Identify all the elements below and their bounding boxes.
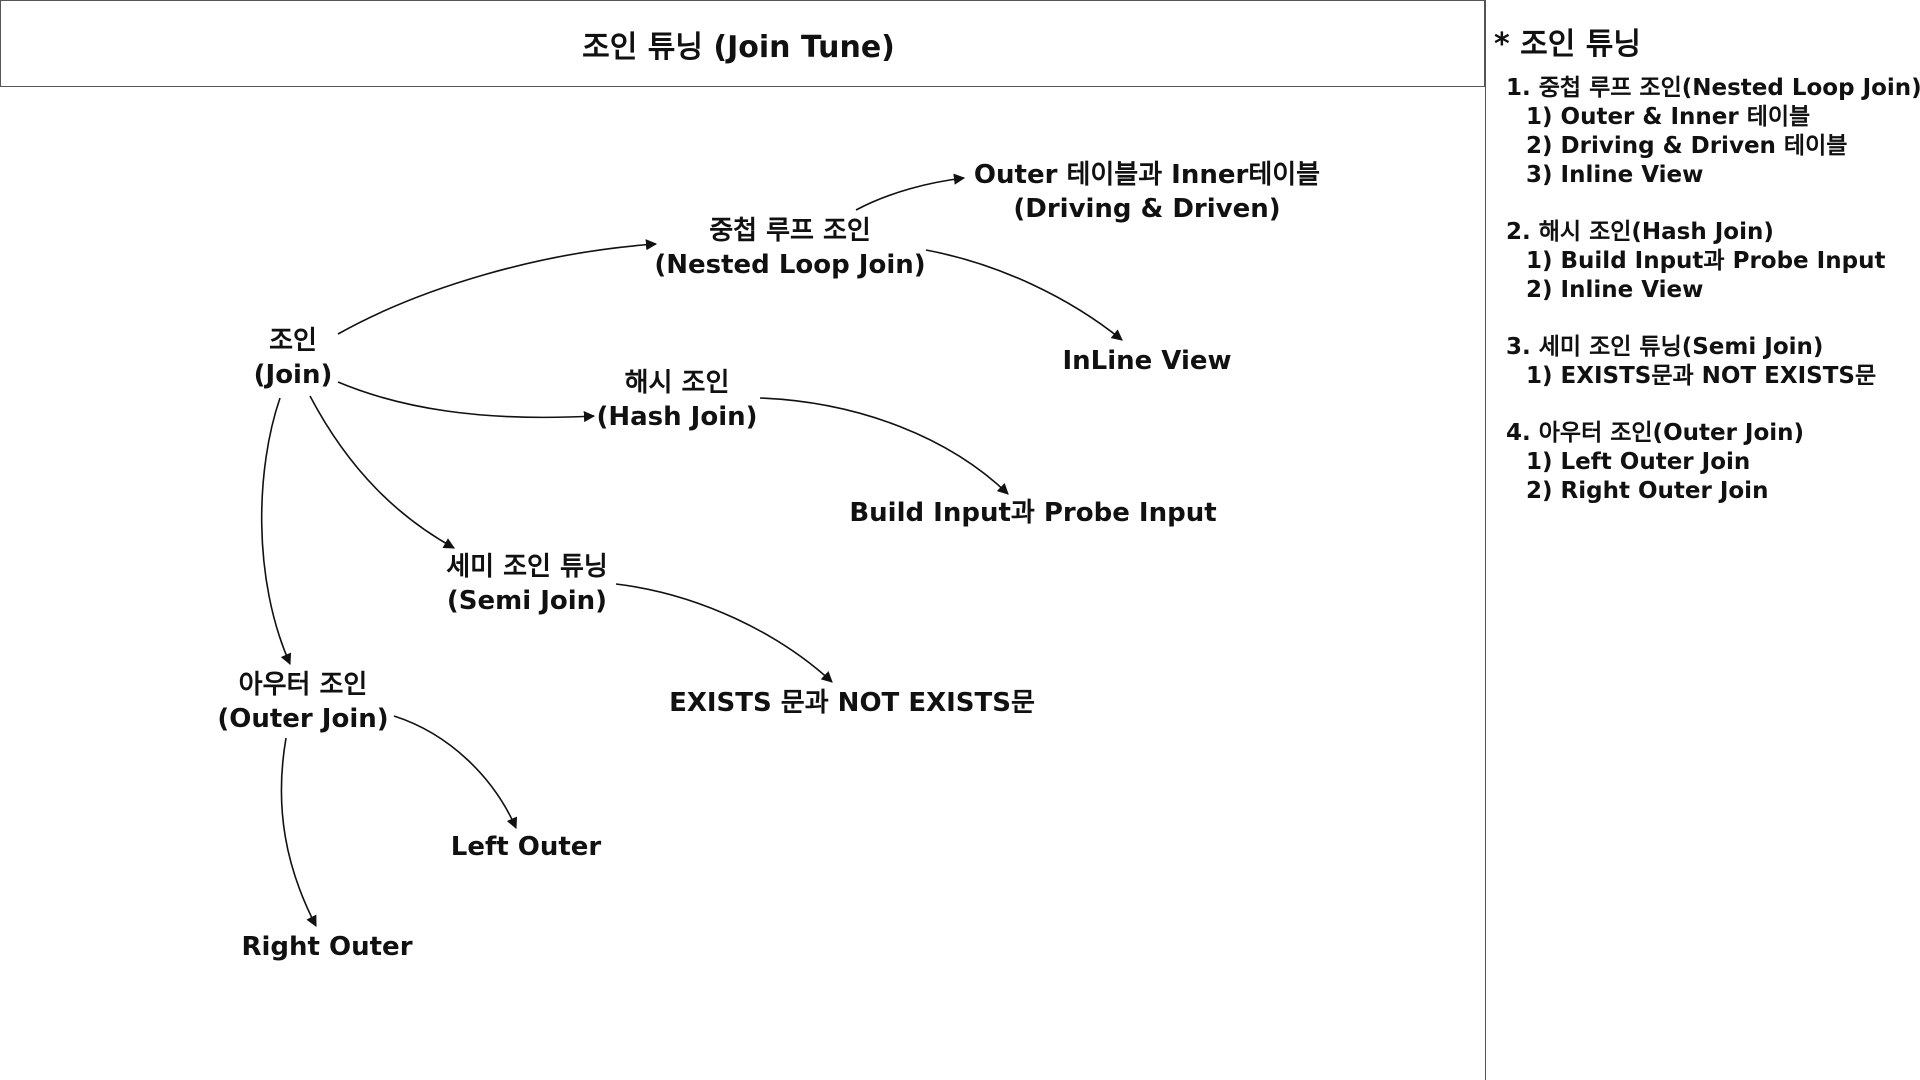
- edge-outer-join-to-left-outer: [393, 715, 518, 830]
- node-hash-join: 해시 조인 (Hash Join): [596, 366, 757, 434]
- page-title: 조인 튜닝 (Join Tune): [582, 29, 895, 65]
- node-semi-join: 세미 조인 튜닝 (Semi Join): [446, 550, 608, 618]
- edge-hash-join-to-build-probe: [759, 397, 1009, 495]
- sidebar-section-hash-join: 2. 해시 조인(Hash Join) 1) Build Input과 Prob…: [1506, 218, 1918, 305]
- node-hash-join-sublabel: (Hash Join): [596, 402, 758, 432]
- edge-join-to-hash-join: [337, 381, 596, 423]
- node-nested-loop-label: 중첩 루프 조인: [709, 216, 871, 246]
- edge-join-to-semi-join: [309, 395, 455, 549]
- node-inline-view-label: InLine View: [1062, 346, 1232, 376]
- node-outer-inner: Outer 테이블과 Inner테이블 (Driving & Driven): [974, 158, 1320, 226]
- sidebar-item: 1) Build Input과 Probe Input: [1526, 248, 1886, 274]
- node-build-probe: Build Input과 Probe Input: [849, 496, 1216, 530]
- sidebar-item: 2) Inline View: [1526, 277, 1704, 303]
- sidebar-item: 2) Right Outer Join: [1526, 478, 1769, 504]
- node-outer-join-label: 아우터 조인: [238, 670, 368, 700]
- sidebar-item: 2) Driving & Driven 테이블: [1526, 133, 1848, 159]
- node-join-label: 조인: [269, 326, 317, 356]
- node-inline-view: InLine View: [1062, 344, 1231, 378]
- node-outer-join: 아우터 조인 (Outer Join): [217, 668, 388, 736]
- mind-map-edges: [260, 173, 1123, 927]
- mind-map-canvas: 조인 (Join) 중첩 루프 조인 (Nested Loop Join) Ou…: [0, 88, 1484, 1080]
- node-build-probe-label: Build Input과 Probe Input: [849, 498, 1217, 528]
- edge-outer-join-to-right-outer: [280, 737, 317, 927]
- sidebar-section-title: 3. 세미 조인 튜닝(Semi Join): [1506, 334, 1824, 360]
- summary-sidebar: * 조인 튜닝 1. 중첩 루프 조인(Nested Loop Join) 1)…: [1494, 24, 1920, 534]
- node-exists: EXISTS 문과 NOT EXISTS문: [669, 686, 1035, 720]
- node-join: 조인 (Join): [254, 324, 333, 392]
- node-right-outer-label: Right Outer: [241, 932, 413, 962]
- node-hash-join-label: 해시 조인: [624, 368, 730, 398]
- sidebar-item: 1) Left Outer Join: [1526, 449, 1751, 475]
- sidebar-section-outer-join: 4. 아우터 조인(Outer Join) 1) Left Outer Join…: [1506, 419, 1918, 506]
- node-right-outer: Right Outer: [241, 930, 412, 964]
- edge-join-to-nested-loop: [337, 239, 658, 335]
- sidebar-item: 1) EXISTS문과 NOT EXISTS문: [1526, 363, 1877, 389]
- node-nested-loop: 중첩 루프 조인 (Nested Loop Join): [654, 214, 925, 282]
- node-outer-inner-sublabel: (Driving & Driven): [1013, 194, 1281, 224]
- title-box: 조인 튜닝 (Join Tune): [0, 0, 1485, 87]
- edge-semi-join-to-exists: [615, 583, 833, 683]
- node-join-sublabel: (Join): [253, 360, 333, 390]
- node-semi-join-label: 세미 조인 튜닝: [446, 552, 608, 582]
- sidebar-section-title: 2. 해시 조인(Hash Join): [1506, 219, 1774, 245]
- node-nested-loop-sublabel: (Nested Loop Join): [654, 250, 926, 280]
- sidebar-section-nested-loop: 1. 중첩 루프 조인(Nested Loop Join) 1) Outer &…: [1506, 74, 1920, 190]
- sidebar-section-title: 4. 아우터 조인(Outer Join): [1506, 420, 1805, 446]
- sidebar-item: 3) Inline View: [1526, 162, 1704, 188]
- sidebar-heading: * 조인 튜닝: [1494, 27, 1641, 62]
- edge-nested-loop-to-outer-inner: [855, 173, 966, 211]
- sidebar-section-semi-join: 3. 세미 조인 튜닝(Semi Join) 1) EXISTS문과 NOT E…: [1506, 333, 1918, 391]
- sidebar-item: 1) Outer & Inner 테이블: [1526, 104, 1811, 130]
- node-left-outer-label: Left Outer: [450, 832, 602, 862]
- vertical-divider: [1485, 0, 1486, 1080]
- sidebar-section-title: 1. 중첩 루프 조인(Nested Loop Join): [1506, 75, 1920, 101]
- node-outer-join-sublabel: (Outer Join): [217, 704, 389, 734]
- node-exists-label: EXISTS 문과 NOT EXISTS문: [669, 688, 1035, 718]
- node-outer-inner-label: Outer 테이블과 Inner테이블: [973, 160, 1321, 190]
- edge-nested-loop-to-inline-view: [925, 249, 1123, 341]
- node-semi-join-sublabel: (Semi Join): [446, 586, 608, 616]
- node-left-outer: Left Outer: [451, 830, 602, 864]
- edge-join-to-outer-join: [260, 397, 292, 666]
